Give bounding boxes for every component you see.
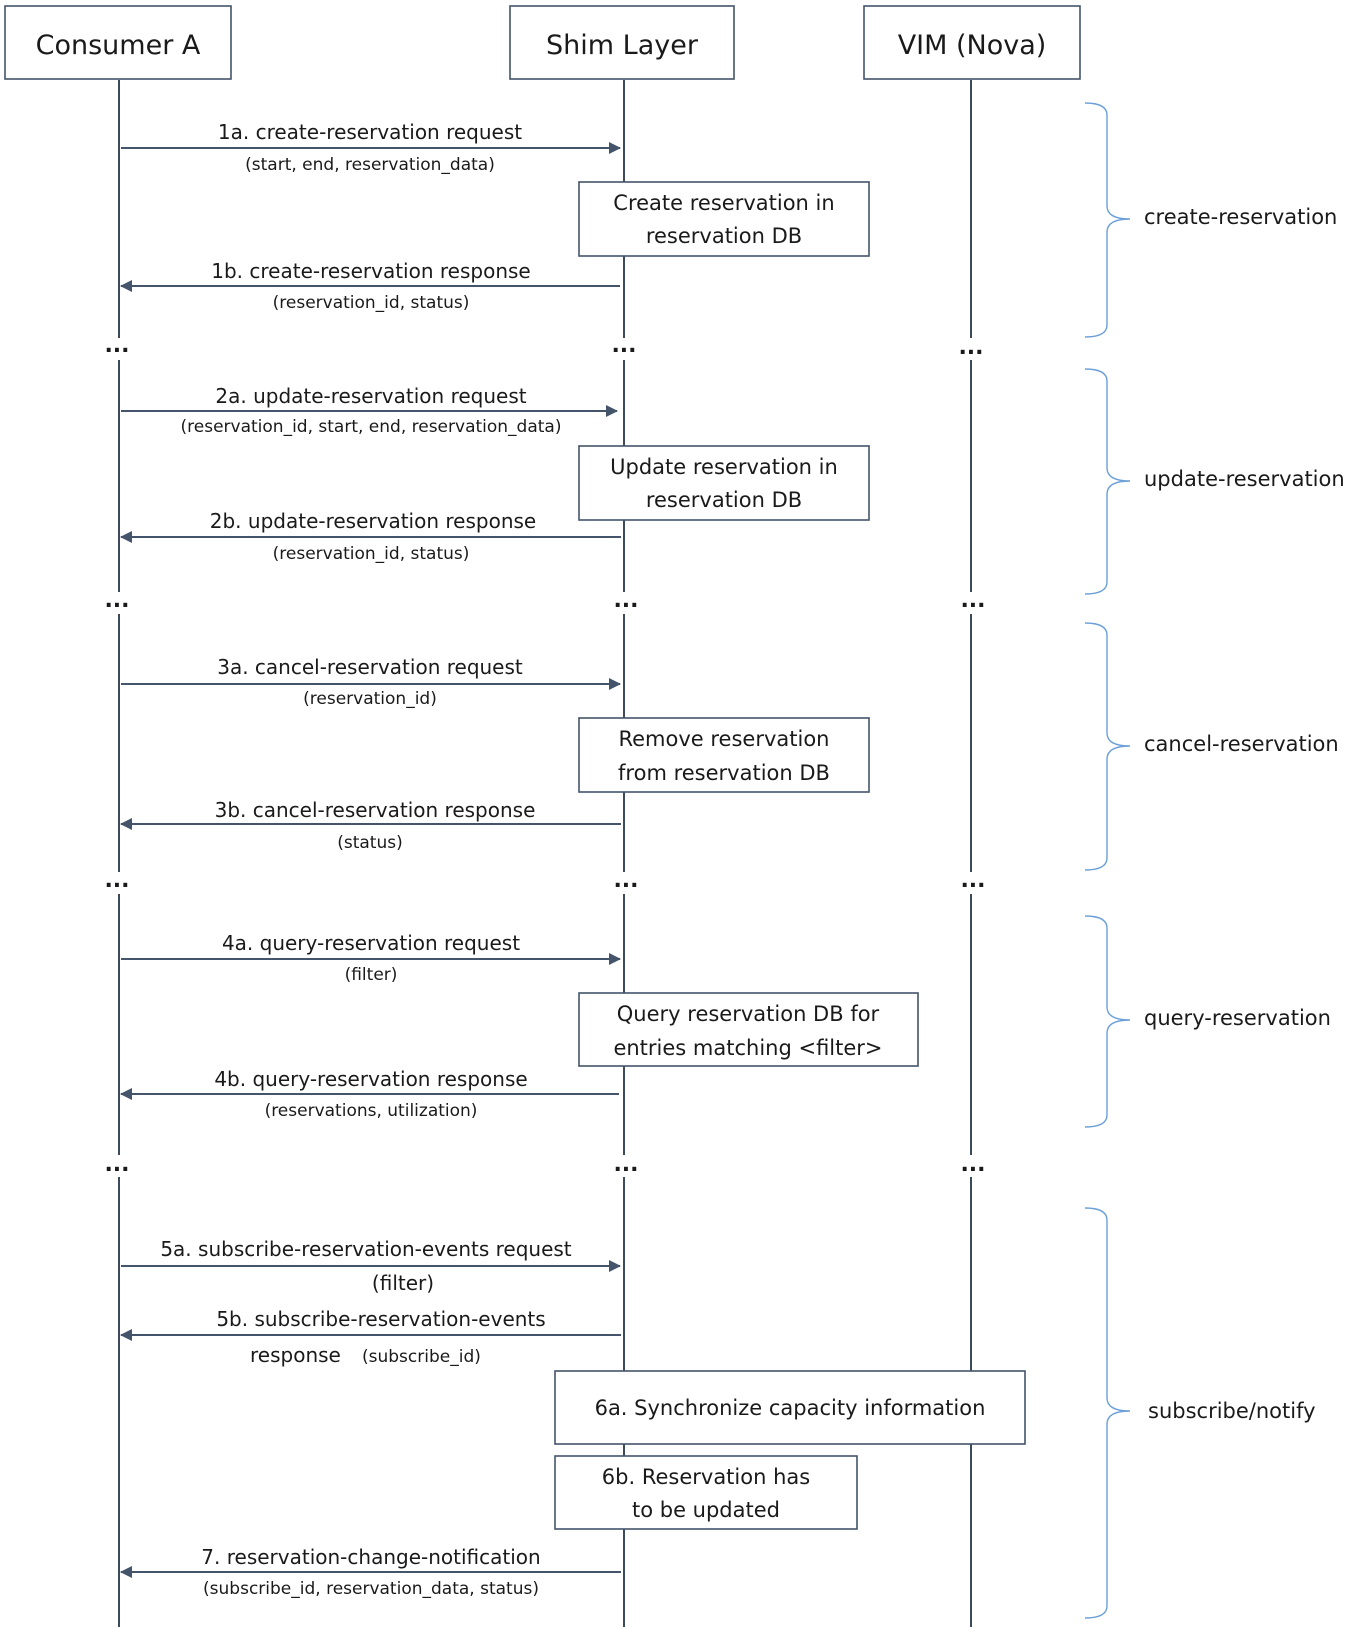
message-4a-params: (filter) [345, 965, 398, 985]
message-1b-params: (reservation_id, status) [273, 293, 470, 313]
ellipsis: ... [613, 588, 638, 613]
activity-box-3-line-2: from reservation DB [618, 761, 830, 785]
message-5a-params: (filter) [372, 1271, 434, 1295]
message-5b: 5b. subscribe-reservation-events respons… [120, 1307, 621, 1367]
activity-box-6a-line-1: 6a. Synchronize capacity information [595, 1396, 986, 1420]
message-2b-params: (reservation_id, status) [273, 544, 470, 564]
ellipsis-row-4: ... ... ... [104, 1152, 985, 1177]
activity-box-4: Query reservation DB for entries matchin… [578, 992, 919, 1067]
activity-box-4-line-2: entries matching <filter> [613, 1036, 882, 1060]
ellipsis: ... [960, 868, 985, 893]
group-label-subscribe: subscribe/notify [1148, 1399, 1316, 1423]
message-5b-params: (subscribe_id) [362, 1347, 481, 1367]
participant-vim: VIM (Nova) [863, 5, 1081, 80]
activity-box-1: Create reservation in reservation DB [578, 181, 870, 257]
activity-box-3: Remove reservation from reservation DB [578, 717, 870, 793]
ellipsis: ... [958, 335, 983, 360]
message-1a-label: 1a. create-reservation request [218, 120, 522, 144]
message-4a-label: 4a. query-reservation request [222, 931, 520, 955]
group-brace-create: create-reservation [1084, 102, 1337, 338]
ellipsis: ... [960, 1152, 985, 1177]
group-brace-subscribe: subscribe/notify [1084, 1207, 1316, 1619]
message-2b-label: 2b. update-reservation response [210, 509, 536, 533]
activity-box-1-line-2: reservation DB [646, 224, 802, 248]
message-5b-response-word: response [250, 1343, 341, 1367]
ellipsis-row-1: ... ... ... [104, 333, 983, 360]
group-label-query: query-reservation [1144, 1006, 1331, 1030]
ellipsis-row-2: ... ... ... [104, 588, 985, 613]
message-4b-label: 4b. query-reservation response [214, 1067, 527, 1091]
message-3b: 3b. cancel-reservation response (status) [120, 798, 621, 853]
activity-box-1-line-1: Create reservation in [613, 191, 834, 215]
ellipsis: ... [104, 588, 129, 613]
activity-box-4-line-1: Query reservation DB for [617, 1002, 880, 1026]
ellipsis-row-3: ... ... ... [104, 868, 985, 893]
message-1b-label: 1b. create-reservation response [211, 259, 530, 283]
participant-shim-label: Shim Layer [546, 30, 699, 61]
activity-box-2-line-2: reservation DB [646, 488, 802, 512]
activity-box-6a: 6a. Synchronize capacity information [554, 1370, 1026, 1445]
message-3a-params: (reservation_id) [303, 689, 437, 709]
message-4b: 4b. query-reservation response (reservat… [120, 1067, 619, 1121]
message-2a-label: 2a. update-reservation request [215, 384, 526, 408]
message-3a-label: 3a. cancel-reservation request [217, 655, 523, 679]
ellipsis: ... [960, 588, 985, 613]
message-3a: 3a. cancel-reservation request (reservat… [121, 655, 621, 709]
participant-shim: Shim Layer [509, 5, 735, 80]
ellipsis: ... [611, 333, 636, 358]
ellipsis: ... [104, 333, 129, 358]
message-5a-label: 5a. subscribe-reservation-events request [160, 1237, 571, 1261]
message-1a-params: (start, end, reservation_data) [245, 155, 495, 175]
activity-box-6b-line-2: to be updated [632, 1498, 780, 1522]
message-2a: 2a. update-reservation request (reservat… [121, 384, 618, 437]
ellipsis: ... [613, 1152, 638, 1177]
message-5b-label: 5b. subscribe-reservation-events [216, 1307, 545, 1331]
group-label-create: create-reservation [1144, 205, 1337, 229]
message-1b: 1b. create-reservation response (reserva… [120, 259, 620, 313]
group-label-cancel: cancel-reservation [1144, 732, 1339, 756]
participant-vim-label: VIM (Nova) [898, 30, 1047, 61]
message-5a: 5a. subscribe-reservation-events request… [121, 1237, 621, 1295]
message-3b-params: (status) [337, 833, 403, 853]
group-label-update: update-reservation [1144, 467, 1345, 491]
activity-box-6b: 6b. Reservation has to be updated [554, 1455, 858, 1530]
activity-box-6b-line-1: 6b. Reservation has [602, 1465, 810, 1489]
message-7-params: (subscribe_id, reservation_data, status) [203, 1579, 539, 1599]
ellipsis: ... [613, 868, 638, 893]
activity-box-3-line-1: Remove reservation [618, 727, 829, 751]
participant-consumer: Consumer A [4, 5, 232, 80]
message-7: 7. reservation-change-notification (subs… [120, 1545, 621, 1599]
message-2b: 2b. update-reservation response (reserva… [120, 509, 621, 564]
group-brace-query: query-reservation [1084, 915, 1331, 1128]
message-2a-params: (reservation_id, start, end, reservation… [181, 417, 562, 437]
message-3b-label: 3b. cancel-reservation response [215, 798, 536, 822]
message-7-label: 7. reservation-change-notification [201, 1545, 540, 1569]
activity-box-2: Update reservation in reservation DB [578, 445, 870, 521]
participant-consumer-label: Consumer A [36, 30, 201, 61]
ellipsis: ... [104, 868, 129, 893]
message-4b-params: (reservations, utilization) [265, 1101, 478, 1121]
group-brace-update: update-reservation [1084, 368, 1345, 595]
activity-box-2-line-1: Update reservation in [610, 455, 838, 479]
message-4a: 4a. query-reservation request (filter) [121, 931, 621, 985]
message-1a: 1a. create-reservation request (start, e… [121, 120, 621, 175]
ellipsis: ... [104, 1152, 129, 1177]
group-brace-cancel: cancel-reservation [1084, 622, 1339, 871]
